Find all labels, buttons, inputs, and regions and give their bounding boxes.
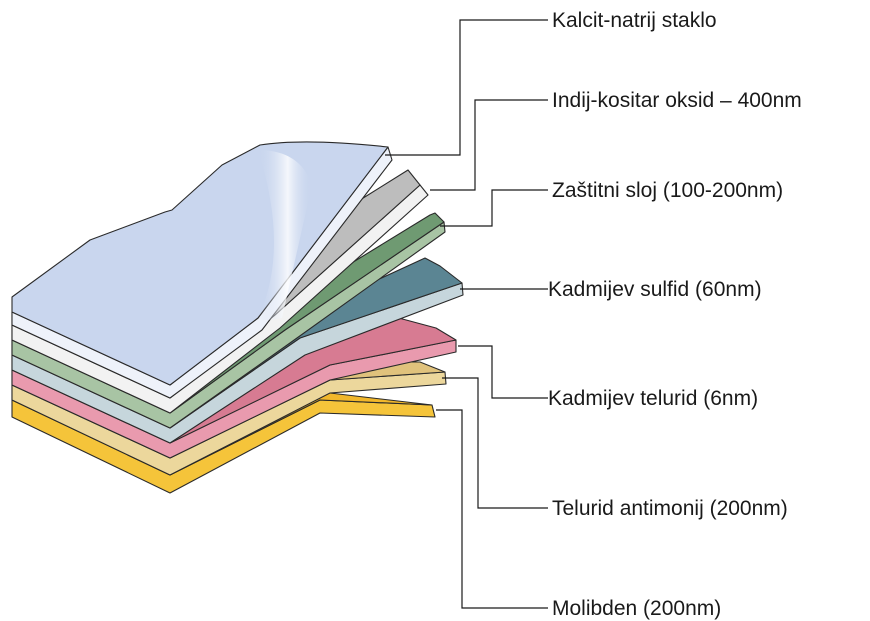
leader-line-zastitni-sloj	[440, 189, 548, 227]
glass-highlight	[258, 150, 312, 320]
layer-labels: Kalcit-natrij staklo Indij-kositar oksid…	[548, 9, 802, 620]
leader-line-molibden	[436, 409, 548, 609]
label-kadmijev-telurid: Kadmijev telurid (6nm)	[548, 387, 758, 410]
leader-line-kadmijev-telurid	[458, 345, 548, 399]
layer-kalcit-natrij-staklo	[11, 141, 393, 399]
label-indij-kositar-oksid: Indij-kositar oksid – 400nm	[552, 89, 802, 112]
label-telurid-antimonij: Telurid antimonij (200nm)	[552, 497, 788, 520]
label-kadmijev-sulfid: Kadmijev sulfid (60nm)	[548, 278, 762, 301]
leader-line-telurid-antimonij	[442, 377, 548, 509]
label-kalcit-natrij-staklo: Kalcit-natrij staklo	[552, 9, 717, 32]
label-zastitni-sloj: Zaštitni sloj (100-200nm)	[552, 179, 783, 202]
leader-line-indij-kositar-oksid	[430, 99, 548, 191]
leader-lines	[385, 19, 548, 609]
label-molibden: Molibden (200nm)	[552, 597, 721, 620]
leader-line-kalcit-natrij-staklo	[385, 19, 548, 156]
